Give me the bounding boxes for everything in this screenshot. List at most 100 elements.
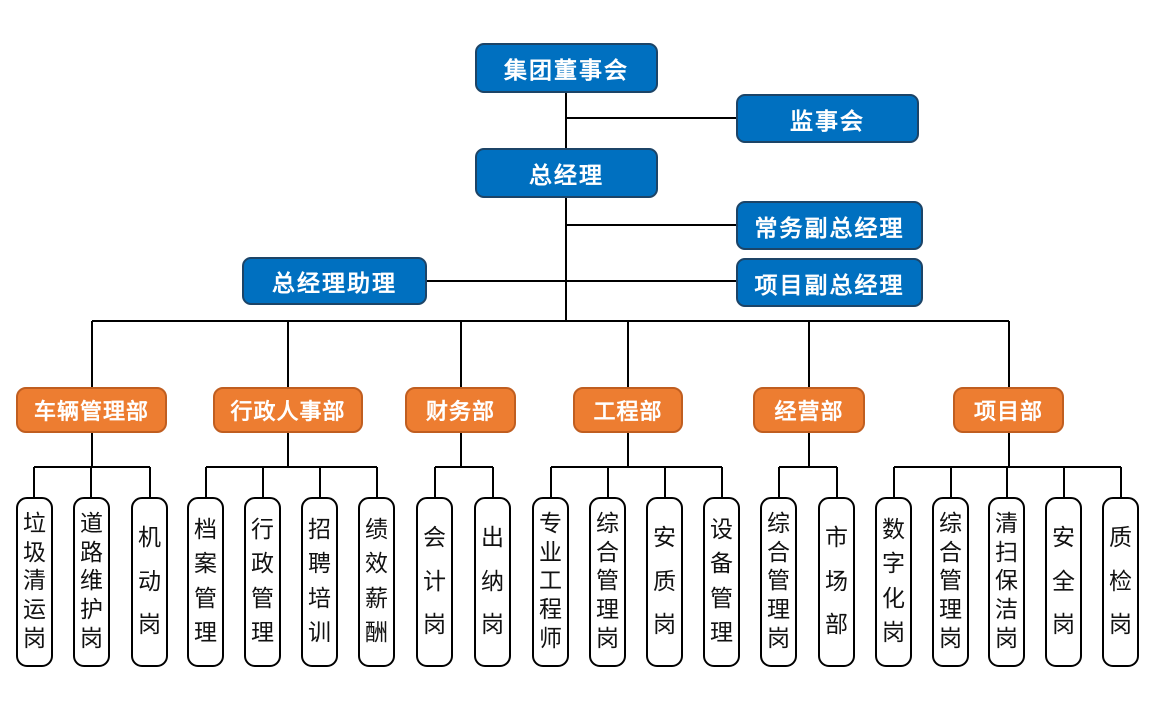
connector-line <box>1008 433 1010 467</box>
connector-line <box>92 320 1009 322</box>
dept-finance[interactable]: 财务部 <box>405 387 516 433</box>
post-char: 场 <box>825 568 848 595</box>
post-box[interactable]: 市场部 <box>818 497 855 667</box>
connector-line <box>91 321 93 387</box>
connector-line <box>1006 467 1008 497</box>
connector-line <box>205 467 207 497</box>
connector-line <box>664 467 666 497</box>
connector-line <box>33 467 35 497</box>
connector-line <box>808 321 810 387</box>
connector-line <box>893 467 895 497</box>
post-char: 管 <box>251 585 274 612</box>
post-char: 理 <box>194 620 217 647</box>
connector-line <box>376 467 378 497</box>
post-char: 质 <box>1109 525 1132 552</box>
connector-line <box>779 466 837 468</box>
post-box[interactable]: 垃圾清运岗 <box>16 497 53 667</box>
post-char: 专 <box>539 510 562 537</box>
post-char: 安 <box>1052 525 1075 552</box>
post-char: 绩 <box>365 516 388 543</box>
connector-line <box>565 93 567 148</box>
dept-project[interactable]: 项目部 <box>953 387 1064 433</box>
post-char: 案 <box>194 551 217 578</box>
post-char: 合 <box>767 539 790 566</box>
connector-line <box>262 467 264 497</box>
connector-line <box>90 467 92 497</box>
post-box[interactable]: 清扫保洁岗 <box>988 497 1025 667</box>
post-char: 理 <box>596 597 619 624</box>
dept-admin-hr[interactable]: 行政人事部 <box>213 387 363 433</box>
post-char: 设 <box>710 516 733 543</box>
post-char: 行 <box>251 516 274 543</box>
post-char: 管 <box>767 568 790 595</box>
connector-line <box>435 466 493 468</box>
connector-line <box>627 321 629 387</box>
dept-operations[interactable]: 经营部 <box>753 387 865 433</box>
connector-line <box>427 280 736 282</box>
node-executive-deputy-gm[interactable]: 常务副总经理 <box>736 201 923 250</box>
connector-line <box>206 466 377 468</box>
post-char: 管 <box>939 568 962 595</box>
post-box[interactable]: 绩效薪酬 <box>358 497 395 667</box>
post-char: 程 <box>539 597 562 624</box>
post-char: 工 <box>539 568 562 595</box>
node-supervisory-board[interactable]: 监事会 <box>736 94 919 143</box>
post-char: 岗 <box>596 626 619 653</box>
post-char: 护 <box>80 597 103 624</box>
post-box[interactable]: 道路维护岗 <box>73 497 110 667</box>
connector-line <box>1120 467 1122 497</box>
connector-line <box>836 467 838 497</box>
post-box[interactable]: 综合管理岗 <box>932 497 969 667</box>
connector-line <box>565 198 567 321</box>
post-box[interactable]: 招聘培训 <box>301 497 338 667</box>
post-char: 岗 <box>995 626 1018 653</box>
post-char: 岗 <box>939 626 962 653</box>
post-char: 政 <box>251 551 274 578</box>
post-char: 培 <box>308 585 331 612</box>
post-box[interactable]: 数字化岗 <box>875 497 912 667</box>
post-box[interactable]: 会计岗 <box>416 497 453 667</box>
post-box[interactable]: 综合管理岗 <box>760 497 797 667</box>
post-char: 出 <box>481 525 504 552</box>
node-general-manager[interactable]: 总经理 <box>475 148 658 198</box>
post-char: 酬 <box>365 620 388 647</box>
post-char: 岗 <box>138 611 161 638</box>
post-char: 业 <box>539 539 562 566</box>
node-project-deputy-gm[interactable]: 项目副总经理 <box>736 258 923 307</box>
post-box[interactable]: 综合管理岗 <box>589 497 626 667</box>
post-char: 招 <box>308 516 331 543</box>
post-char: 理 <box>710 620 733 647</box>
post-box[interactable]: 安质岗 <box>646 497 683 667</box>
dept-engineering[interactable]: 工程部 <box>573 387 683 433</box>
post-box[interactable]: 行政管理 <box>244 497 281 667</box>
node-group-board[interactable]: 集团董事会 <box>475 43 658 93</box>
post-box[interactable]: 设备管理 <box>703 497 740 667</box>
connector-line <box>91 433 93 467</box>
post-box[interactable]: 质检岗 <box>1102 497 1139 667</box>
post-box[interactable]: 专业工程师 <box>532 497 569 667</box>
post-char: 清 <box>23 568 46 595</box>
post-box[interactable]: 机动岗 <box>131 497 168 667</box>
post-char: 全 <box>1052 568 1075 595</box>
dept-vehicle-management[interactable]: 车辆管理部 <box>16 387 167 433</box>
post-char: 扫 <box>995 539 1018 566</box>
post-char: 效 <box>365 551 388 578</box>
post-char: 合 <box>596 539 619 566</box>
post-char: 档 <box>194 516 217 543</box>
post-char: 岗 <box>80 626 103 653</box>
post-char: 综 <box>767 510 790 537</box>
post-char: 质 <box>653 568 676 595</box>
connector-line <box>567 224 736 226</box>
connector-line <box>550 467 552 497</box>
post-box[interactable]: 安全岗 <box>1045 497 1082 667</box>
post-char: 运 <box>23 597 46 624</box>
post-box[interactable]: 档案管理 <box>187 497 224 667</box>
connector-line <box>627 433 629 467</box>
connector-line <box>808 433 810 467</box>
connector-line <box>287 433 289 467</box>
post-box[interactable]: 出纳岗 <box>474 497 511 667</box>
post-char: 道 <box>80 510 103 537</box>
node-gm-assistant[interactable]: 总经理助理 <box>242 257 427 305</box>
post-char: 保 <box>995 568 1018 595</box>
